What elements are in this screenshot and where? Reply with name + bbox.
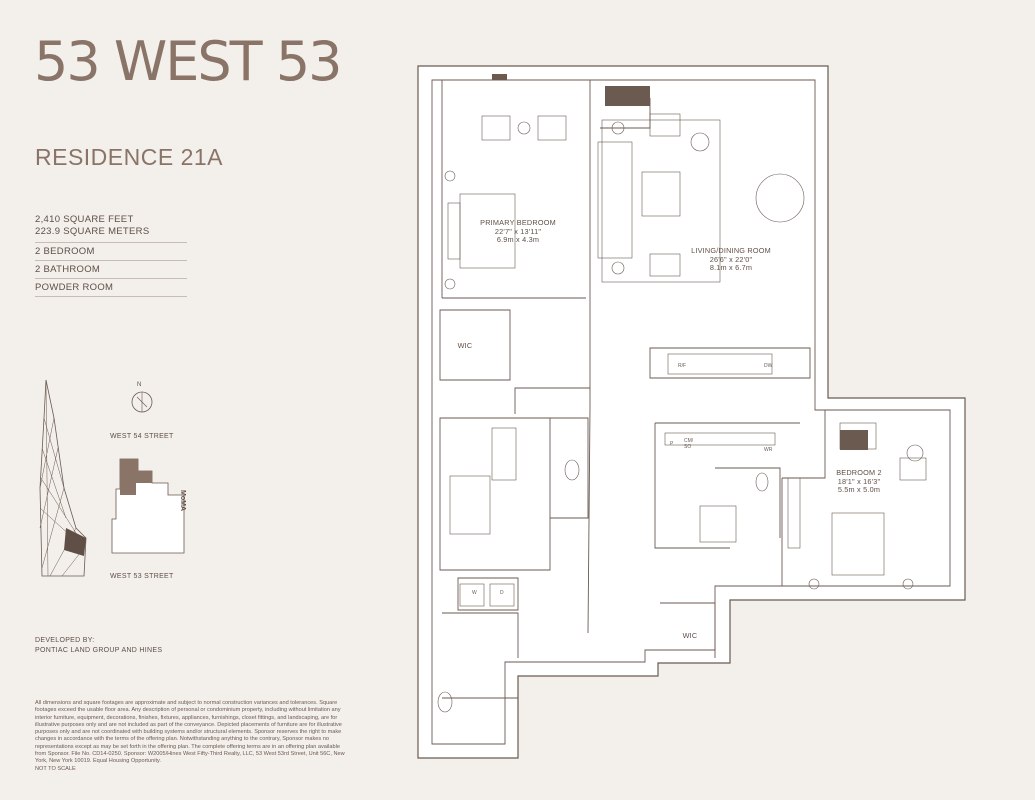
spec-sqm: 223.9 SQUARE METERS bbox=[35, 226, 150, 237]
living-metric: 8.1m x 6.7m bbox=[709, 263, 753, 272]
room-wic-2: WIC bbox=[682, 631, 698, 640]
developer-info: DEVELOPED BY: PONTIAC LAND GROUP AND HIN… bbox=[35, 636, 162, 656]
fixture-p: P bbox=[670, 441, 674, 447]
outer-wall bbox=[417, 65, 966, 759]
spec-bedrooms: 2 BEDROOM bbox=[35, 243, 187, 261]
developer-label: DEVELOPED BY: bbox=[35, 637, 95, 644]
disclaimer-text: All dimensions and square footages are a… bbox=[35, 700, 345, 765]
spec-bathrooms: 2 BATHROOM bbox=[35, 261, 187, 279]
not-to-scale-label: NOT TO SCALE bbox=[35, 766, 76, 772]
north-label: N bbox=[137, 382, 142, 388]
room-wic-1: WIC bbox=[457, 341, 473, 350]
residence-title: RESIDENCE 21A bbox=[35, 144, 224, 170]
room-living-dining: LIVING/DINING ROOM 26'6" x 22'0" 8.1m x … bbox=[679, 246, 783, 273]
developer-name: PONTIAC LAND GROUP AND HINES bbox=[35, 647, 163, 654]
fixture-dw: DW bbox=[764, 363, 773, 369]
fixture-cm-so: CM/ SO bbox=[684, 438, 694, 450]
bedroom2-metric: 5.5m x 5.0m bbox=[837, 485, 881, 494]
living-name: LIVING/DINING ROOM bbox=[691, 246, 771, 255]
spec-area: 2,410 SQUARE FEET 223.9 SQUARE METERS bbox=[35, 211, 187, 243]
primary-name: PRIMARY BEDROOM bbox=[480, 218, 556, 227]
site-plan bbox=[111, 458, 185, 554]
room-bedroom-2: BEDROOM 2 18'1" x 16'3" 5.5m x 5.0m bbox=[823, 468, 895, 495]
moma-label: MoMA bbox=[179, 490, 186, 511]
primary-imperial: 22'7" x 13'11" bbox=[494, 226, 542, 236]
living-imperial: 26'6" x 22'0" bbox=[709, 254, 753, 264]
street-north-label: WEST 54 STREET bbox=[110, 433, 174, 440]
floor-plan bbox=[417, 65, 966, 759]
room-primary-bedroom: PRIMARY BEDROOM 22'7" x 13'11" 6.9m x 4.… bbox=[470, 218, 566, 245]
fixture-w: W bbox=[472, 590, 477, 596]
building-illustration bbox=[39, 379, 87, 577]
fixture-wr: WR bbox=[764, 447, 773, 453]
compass-icon bbox=[131, 391, 153, 413]
fixture-d: D bbox=[500, 590, 504, 596]
spec-powder: POWDER ROOM bbox=[35, 279, 187, 297]
fixture-rf: R/F bbox=[678, 363, 687, 369]
bedroom2-imperial: 18'1" x 16'3" bbox=[837, 476, 881, 486]
specs-list: 2,410 SQUARE FEET 223.9 SQUARE METERS 2 … bbox=[35, 211, 187, 297]
street-south-label: WEST 53 STREET bbox=[110, 573, 174, 580]
bedroom2-name: BEDROOM 2 bbox=[836, 468, 882, 477]
spec-sqft: 2,410 SQUARE FEET bbox=[35, 214, 134, 225]
brand-title: 53 WEST 53 bbox=[34, 30, 343, 93]
primary-metric: 6.9m x 4.3m bbox=[496, 235, 540, 244]
